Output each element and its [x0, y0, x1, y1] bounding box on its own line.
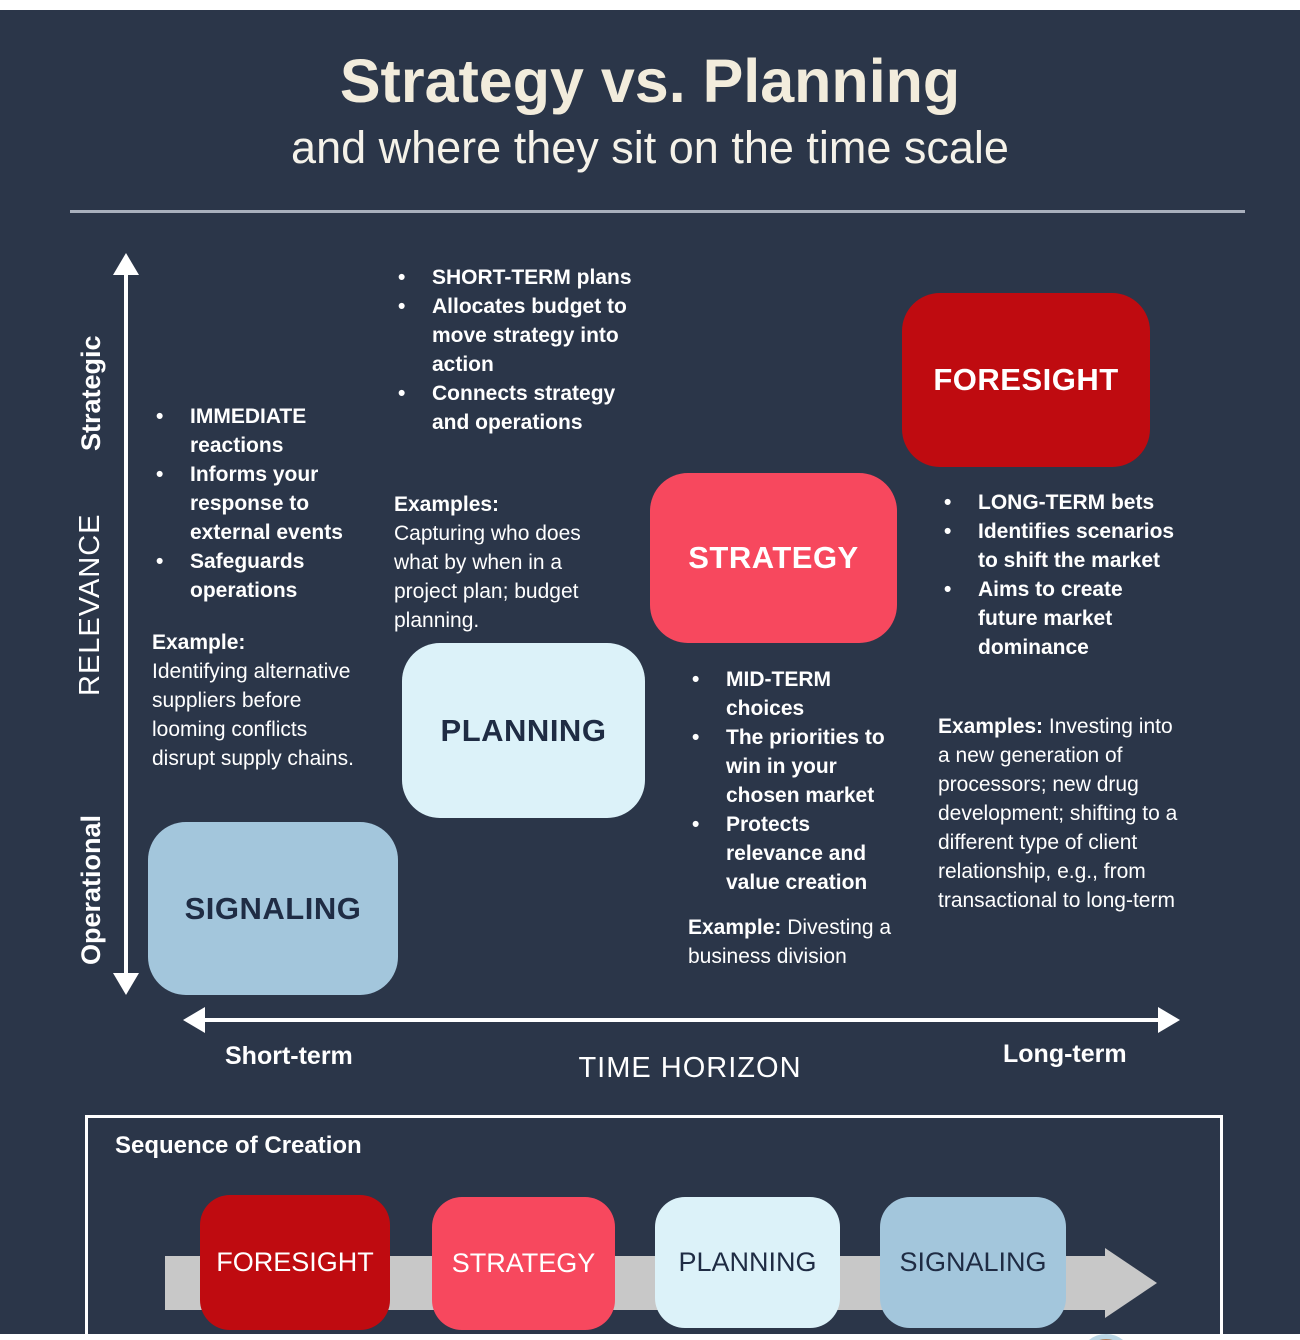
bullet-item: IMMEDIATE reactions — [150, 402, 380, 460]
example-text: Divesting a business division — [688, 916, 892, 968]
bullet-item: Connects strategy and operations — [392, 379, 637, 437]
example-text: Identifying alternative suppliers before… — [152, 660, 354, 770]
header-divider — [70, 210, 1245, 213]
bullet-item: Protects relevance and value creation — [686, 810, 906, 897]
planning-bullet-list: SHORT-TERM plans Allocates budget to mov… — [392, 263, 637, 437]
example-label: Examples: — [394, 493, 500, 516]
strategy-bullet-list: MID-TERM choices The priorities to win i… — [686, 665, 906, 897]
page-subtitle: and where they sit on the time scale — [291, 122, 1009, 173]
example-label: Example: — [688, 916, 782, 939]
bullet-item: Aims to create future market dominance — [938, 575, 1188, 662]
sequence-panel — [85, 1115, 1223, 1340]
foresight-example: Examples: Investing into a new generatio… — [938, 712, 1186, 915]
signaling-example: Example: Identifying alternative supplie… — [152, 628, 367, 773]
bullet-item: Allocates budget to move strategy into a… — [392, 292, 637, 379]
x-axis-title: TIME HORIZON — [578, 1052, 802, 1084]
bullet-item: Safeguards operations — [150, 547, 380, 605]
sequence-item-strategy: STRATEGY — [432, 1197, 615, 1330]
example-label: Example: — [152, 631, 246, 654]
x-axis-long-term-label: Long-term — [1003, 1040, 1127, 1068]
planning-box: PLANNING — [402, 643, 645, 818]
example-label: Examples: — [938, 715, 1044, 738]
x-axis-short-term-label: Short-term — [225, 1042, 353, 1070]
sequence-item-planning: PLANNING — [655, 1197, 840, 1328]
page-title: Strategy vs. Planning — [339, 47, 961, 115]
foresight-bullet-list: LONG-TERM bets Identifies scenarios to s… — [938, 488, 1188, 662]
example-text: Capturing who does what by when in a pro… — [394, 522, 581, 632]
example-text: Investing into a new generation of proce… — [938, 715, 1178, 912]
y-axis-strategic-label: Strategic — [76, 335, 106, 451]
planning-example: Examples: Capturing who does what by whe… — [394, 490, 609, 635]
sequence-item-signaling: SIGNALING — [880, 1197, 1066, 1328]
foresight-box: FORESIGHT — [902, 293, 1150, 467]
time-axis-line — [203, 1018, 1160, 1022]
relevance-axis-line — [124, 273, 128, 975]
sequence-item-foresight: FORESIGHT — [200, 1195, 390, 1330]
strategy-box: STRATEGY — [650, 473, 897, 643]
axis-arrow-down-icon — [113, 973, 139, 995]
bullet-item: MID-TERM choices — [686, 665, 906, 723]
axis-arrow-up-icon — [113, 253, 139, 275]
signaling-bullet-list: IMMEDIATE reactions Informs your respons… — [150, 402, 380, 605]
slide-background: Strategy vs. Planning and where they sit… — [0, 10, 1300, 1340]
strategy-example: Example: Divesting a business division — [688, 913, 893, 971]
axis-arrow-left-icon — [183, 1007, 205, 1033]
bullet-item: The priorities to win in your chosen mar… — [686, 723, 906, 810]
y-axis-title: RELEVANCE — [74, 513, 106, 697]
bullet-item: LONG-TERM bets — [938, 488, 1188, 517]
bullet-item: Informs your response to external events — [150, 460, 380, 547]
bullet-item: SHORT-TERM plans — [392, 263, 637, 292]
axis-arrow-right-icon — [1158, 1007, 1180, 1033]
sequence-title: Sequence of Creation — [115, 1132, 362, 1159]
signaling-box: SIGNALING — [148, 822, 398, 995]
y-axis-operational-label: Operational — [76, 814, 106, 966]
sequence-arrowhead-icon — [1105, 1248, 1157, 1318]
bullet-item: Identifies scenarios to shift the market — [938, 517, 1188, 575]
